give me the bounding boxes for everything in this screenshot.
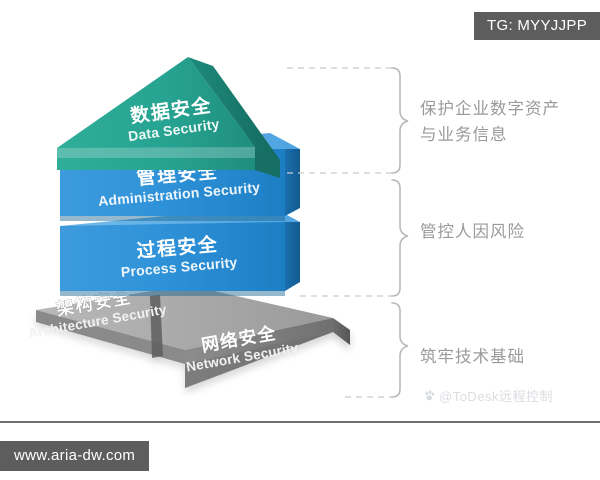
todesk-watermark: @ToDesk远程控制 (423, 386, 553, 405)
security-pyramid-diagram: 架构安全 Architecture Security 网络安全 Network … (27, 57, 409, 398)
label-process-security: 过程安全 Process Security (120, 232, 238, 280)
data-security-roof-eave (57, 147, 255, 158)
bracket-top (391, 67, 409, 174)
data-security-roof-right-face (255, 147, 280, 178)
bracket-group (391, 67, 409, 398)
base-top-face (36, 285, 333, 350)
diagram-base-platform (36, 285, 350, 388)
administration-right-face (285, 149, 300, 216)
base-left-front-face (36, 310, 185, 364)
bracket-middle (391, 179, 409, 297)
layer-process-security (60, 206, 300, 296)
process-body-face (60, 222, 285, 291)
process-right-face (285, 222, 300, 291)
url-bar[interactable]: www.aria-dw.com (0, 441, 150, 471)
tg-badge: TG: MYYJJPP (474, 12, 600, 40)
data-security-roof-left-face (57, 57, 255, 170)
footer-divider (0, 421, 600, 423)
administration-bottom-shadow (60, 216, 285, 221)
base-bottom-wedge (185, 332, 333, 388)
base-right-side-face (333, 318, 350, 345)
annotation-bottom: 筑牢技术基础 (420, 348, 525, 366)
watermark-label: @ToDesk远程控制 (439, 389, 554, 404)
base-center-gap (150, 295, 163, 358)
bracket-bottom (391, 302, 409, 398)
paw-icon (425, 390, 435, 401)
data-security-roof-ridge-face (188, 57, 280, 160)
layer-data-security (57, 57, 280, 178)
annotation-top: 保护企业数字资产 与业务信息 (420, 100, 560, 144)
process-bottom-shadow (60, 291, 285, 296)
guide-lines (287, 67, 392, 398)
annotation-middle: 管控人因风险 (420, 223, 525, 241)
